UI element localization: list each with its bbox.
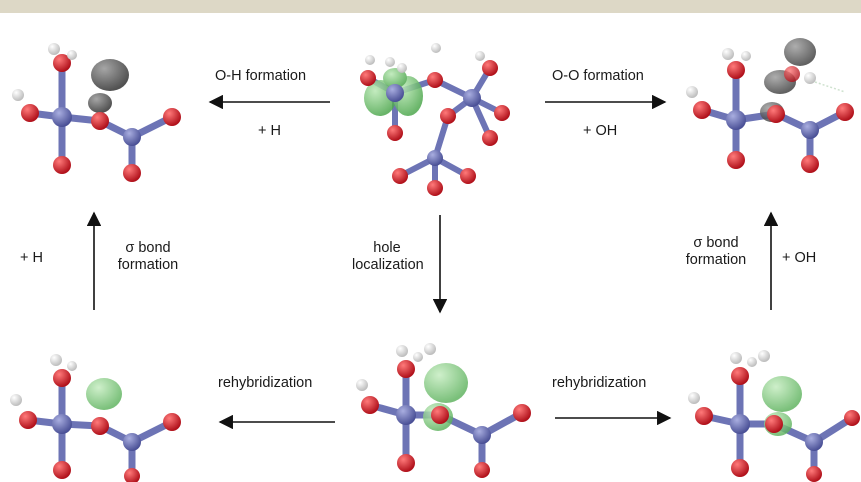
right-plus-oh-label: + OH	[782, 250, 817, 266]
oo-plus-oh-label: + OH	[583, 123, 618, 139]
oh-formation-label: O-H formation	[215, 68, 307, 84]
rehybridization-left-label: rehybridization	[218, 375, 313, 391]
left-plus-h-label: + H	[20, 250, 43, 266]
oh-plus-h-label: + H	[258, 123, 281, 139]
molecule-top-center	[360, 43, 510, 196]
molecule-top-right	[686, 38, 854, 173]
green-orbital	[86, 378, 122, 410]
molecule-top-left	[12, 43, 181, 182]
molecule-bottom-center	[356, 343, 531, 478]
oo-formation-label: O-O formation	[552, 68, 644, 84]
top-bar	[0, 0, 861, 13]
grey-orbital	[88, 59, 129, 113]
molecule-bottom-right	[688, 350, 860, 482]
molecule-bottom-left	[10, 354, 181, 482]
rehybridization-right-label: rehybridization	[552, 375, 647, 391]
